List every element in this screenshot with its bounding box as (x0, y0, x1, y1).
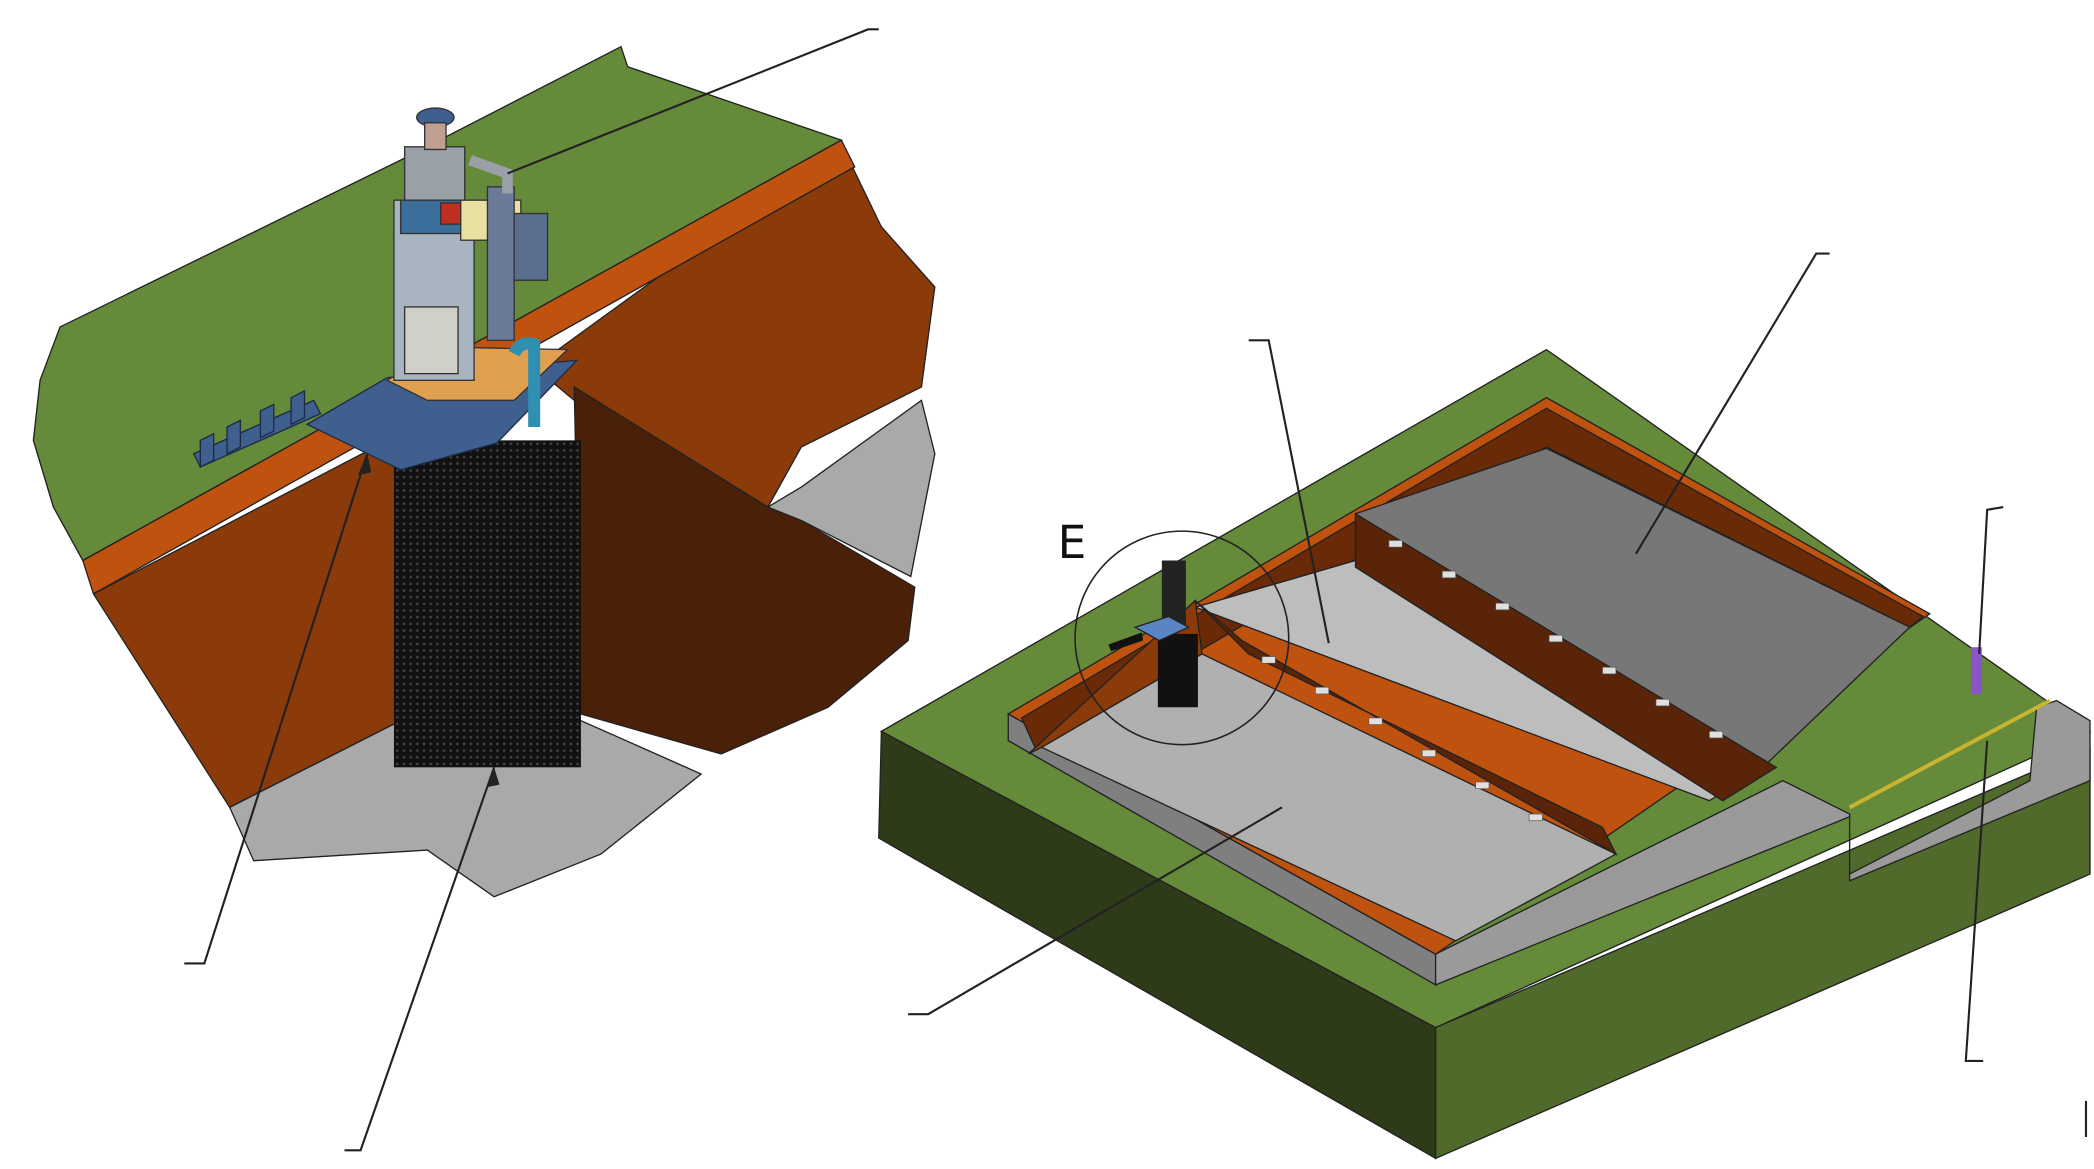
leader-line-right-chamber (1635, 252, 1830, 555)
slab-right-face (1434, 746, 2091, 1160)
divider-wall-right (1354, 512, 1778, 802)
leader-line-valve (1978, 506, 2004, 654)
leader-line-screen (344, 766, 496, 1152)
stair-treads (192, 389, 322, 469)
outlet-valve (1971, 647, 1982, 694)
leader-line-left-channel (908, 806, 1283, 1016)
detail-marker-e: E (1058, 516, 1087, 569)
tank-overview-right: E (878, 252, 2092, 1160)
section-view-left (32, 28, 936, 1152)
outlet-rail (1848, 698, 2051, 810)
leader-line-platform (184, 453, 369, 965)
leader-line-actuator (507, 28, 879, 175)
divider-wall-left (1194, 600, 1618, 856)
weir-notches (1261, 540, 1724, 822)
step-ledge (766, 399, 936, 578)
screen-grid (393, 440, 581, 768)
leader-line-middle-channel (1248, 339, 1330, 644)
leader-line-rail (1964, 740, 1989, 1062)
mini-actuator (1108, 560, 1198, 708)
detail-circle-e (1074, 530, 1290, 746)
actuator-machine (393, 107, 549, 428)
tank-outer-right-face (1434, 699, 2091, 986)
